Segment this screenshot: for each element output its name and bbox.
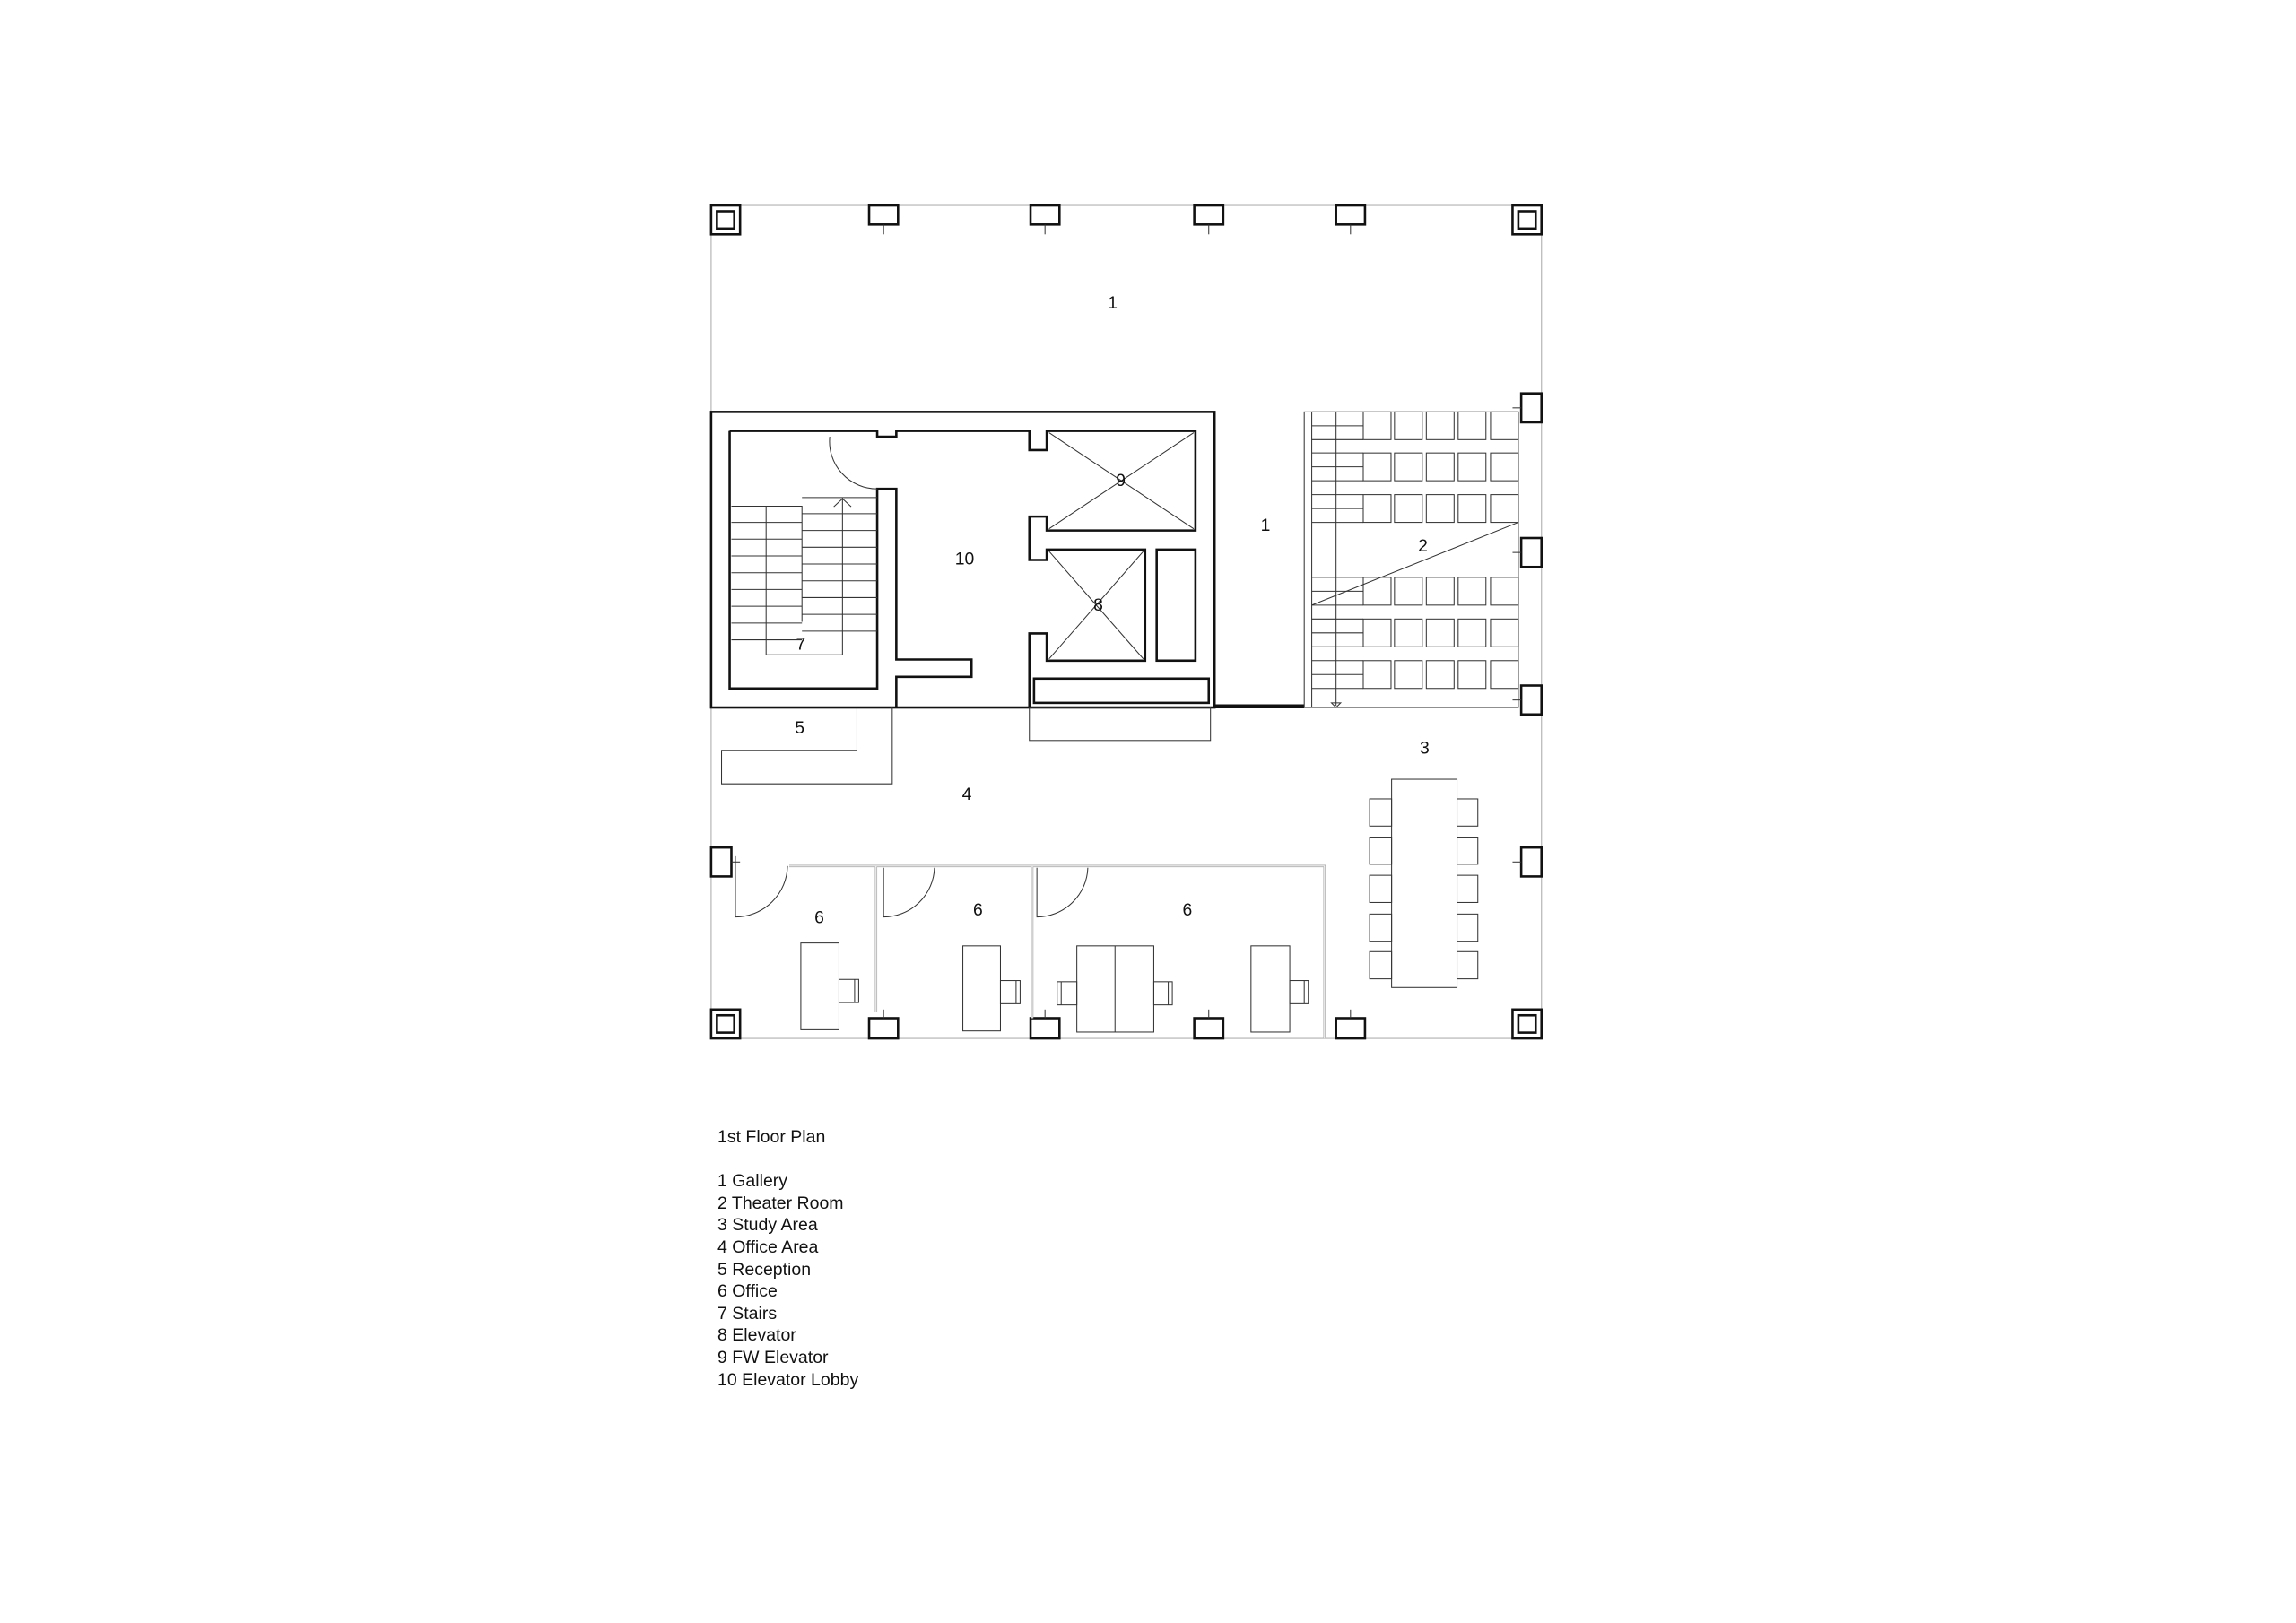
theater-seat [1394, 577, 1423, 606]
legend-item: 1 Gallery [718, 1171, 788, 1192]
legend-item: 2 Theater Room [718, 1193, 844, 1213]
theater-seat [1362, 411, 1392, 440]
column [1029, 204, 1061, 226]
study-chair [1369, 913, 1393, 942]
theater-seat [1362, 577, 1392, 606]
column [1519, 846, 1543, 878]
theater-seat [1490, 660, 1519, 690]
theater-seat [1425, 452, 1455, 482]
study-chair [1456, 950, 1479, 980]
column-core [716, 1013, 735, 1034]
theater-seat [1362, 660, 1392, 690]
column [867, 204, 900, 226]
legend-item: 3 Study Area [718, 1215, 818, 1236]
theater-seat [1490, 577, 1519, 606]
column [1519, 684, 1543, 716]
room-label-gallery: 1 [1108, 293, 1118, 313]
study-chair [1369, 950, 1393, 980]
study-chair [1456, 798, 1479, 827]
legend-item: 4 Office Area [718, 1237, 819, 1257]
office-partitions [735, 855, 1326, 1039]
room-label-office: 6 [1182, 900, 1192, 920]
theater-seat [1425, 618, 1455, 647]
theater-seat [1457, 660, 1487, 690]
room-label-office-area: 4 [962, 785, 972, 804]
theater-seat [1394, 411, 1423, 440]
theater-seat [1362, 452, 1392, 482]
column-core [716, 210, 735, 230]
column [1519, 536, 1543, 568]
theater-seat [1490, 452, 1519, 482]
study-chair [1369, 837, 1393, 865]
room-label-theater: 2 [1418, 536, 1428, 556]
core-walls [709, 411, 1305, 709]
core-bench [1029, 707, 1212, 742]
elevator-shafts [1048, 432, 1195, 660]
column [1193, 204, 1225, 226]
theater-seat [1490, 618, 1519, 647]
column-core [1517, 1013, 1537, 1034]
theater-seat [1457, 494, 1487, 524]
room-labels: 1 1 2 3 4 5 6 6 6 7 8 9 10 [795, 293, 1430, 928]
legend-item: 5 Reception [718, 1259, 812, 1280]
room-label-study: 3 [1420, 739, 1430, 759]
study-chair [1369, 798, 1393, 827]
theater-seat [1457, 618, 1487, 647]
theater-seat [1362, 494, 1392, 524]
theater-seat [1425, 577, 1455, 606]
floor-plan-drawing: 1 1 2 3 4 5 6 6 6 7 8 9 10 [709, 204, 1543, 1040]
column [709, 846, 733, 878]
room-label-stairs: 7 [796, 634, 806, 654]
legend-item: 10 Elevator Lobby [718, 1369, 859, 1390]
theater-seat [1394, 494, 1423, 524]
theater-seat [1394, 452, 1423, 482]
room-label-elevator-lobby: 10 [955, 550, 975, 569]
column [1519, 392, 1543, 424]
column-core [1517, 210, 1537, 230]
theater-seat [1490, 411, 1519, 440]
theater-seat [1425, 411, 1455, 440]
theater-seat [1457, 452, 1487, 482]
column [1335, 1017, 1367, 1040]
plan-legend: 1st Floor Plan 1 Gallery 2 Theater Room … [718, 1126, 858, 1391]
columns [709, 204, 1543, 1040]
column [1193, 1017, 1225, 1040]
theater-seat [1490, 494, 1519, 524]
reception-desk [721, 707, 893, 785]
theater-seat [1394, 618, 1423, 647]
room-label-office: 6 [814, 908, 824, 928]
study-table [1369, 778, 1479, 988]
column [867, 1017, 900, 1040]
room-label-gallery: 1 [1261, 516, 1271, 535]
theater-seating [1303, 411, 1519, 708]
theater-seat [1362, 618, 1392, 647]
theater-seat [1425, 494, 1455, 524]
legend-item: 6 Office [718, 1281, 778, 1302]
theater-seat [1425, 660, 1455, 690]
stair-door-swing [829, 437, 878, 490]
room-label-fw-elevator: 9 [1116, 471, 1126, 490]
column [1335, 204, 1367, 226]
theater-seat [1457, 411, 1487, 440]
legend-item: 9 FW Elevator [718, 1347, 829, 1367]
stair-treads [731, 497, 878, 655]
office-desks [800, 942, 1309, 1033]
column [1029, 1017, 1061, 1040]
study-chair [1456, 874, 1479, 903]
theater-seat [1394, 660, 1423, 690]
legend-title: 1st Floor Plan [718, 1127, 826, 1147]
legend-item: 8 Elevator [718, 1325, 796, 1346]
building-outline [710, 204, 1543, 1039]
study-chair [1456, 837, 1479, 865]
study-chair [1369, 874, 1393, 903]
legend-item: 7 Stairs [718, 1303, 778, 1324]
room-label-reception: 5 [795, 718, 804, 738]
study-chair [1456, 913, 1479, 942]
room-label-elevator: 8 [1093, 595, 1103, 615]
theater-seat [1457, 577, 1487, 606]
room-label-office: 6 [973, 900, 983, 920]
